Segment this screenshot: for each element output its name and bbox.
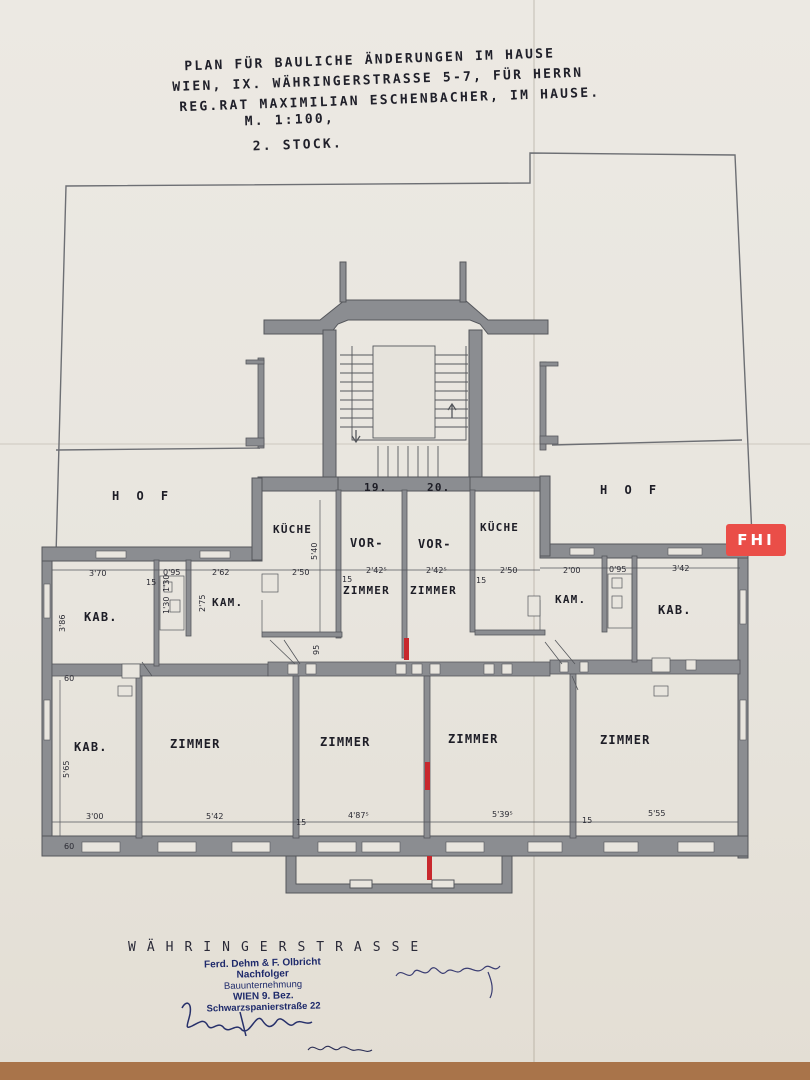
dimension: 3'86 <box>58 614 67 632</box>
room-kam-left: KAM. <box>212 596 244 609</box>
room-zimmer-1: ZIMMER <box>170 737 221 751</box>
dimension: 4'87⁵ <box>348 811 369 820</box>
dimension: 2'50 <box>292 568 310 577</box>
dimension: 0'95 <box>609 565 627 574</box>
courtyard-label-left: H O F <box>112 489 174 503</box>
dimension: 5'55 <box>648 809 666 818</box>
dimension: 3'00 <box>86 812 104 821</box>
door-swings <box>141 639 579 691</box>
door-openings <box>287 659 697 675</box>
interior-walls <box>51 489 741 839</box>
stair-core <box>257 261 551 492</box>
room-vorzimmer-right-b: ZIMMER <box>410 584 457 597</box>
balcony <box>285 855 513 894</box>
dimension: 15 <box>582 816 593 825</box>
dimension: 1'30 <box>162 574 171 592</box>
dimension: 2'62 <box>212 568 230 577</box>
red-changes <box>404 638 432 880</box>
street-name: WÄHRINGERSTRASSE <box>128 940 430 955</box>
site-boundary <box>55 152 753 556</box>
dimension: 5'39⁵ <box>492 810 513 819</box>
paper-fold-vertical <box>533 0 535 1080</box>
stair-flights <box>340 345 468 477</box>
dimension: 5'42 <box>206 812 224 821</box>
dimension: 2'42⁵ <box>426 566 447 575</box>
room-zimmer-4: ZIMMER <box>600 733 651 747</box>
room-vorzimmer-left-b: ZIMMER <box>343 584 390 597</box>
window-openings <box>43 547 747 853</box>
dimension: 1'30 <box>162 596 171 614</box>
room-zimmer-3: ZIMMER <box>448 732 499 746</box>
dimension: 60 <box>64 842 75 851</box>
company-stamp: Ferd. Dehm & F. Olbricht Nachfolger Bauu… <box>187 956 338 1015</box>
room-kab-top-right: KAB. <box>658 603 692 617</box>
dimension: 2'75 <box>198 594 207 612</box>
room-kuche-right: KÜCHE <box>480 521 520 534</box>
dimension: 3'42 <box>672 564 690 573</box>
dimension: 2'00 <box>563 566 581 575</box>
room-vorzimmer-right-a: VOR- <box>418 537 452 551</box>
dimension: 15 <box>342 575 353 584</box>
light-shafts <box>245 357 559 451</box>
courtyard-label-right: H O F <box>600 483 662 497</box>
dimension: 2'42⁵ <box>366 566 387 575</box>
room-kam-right: KAM. <box>555 593 587 606</box>
dimension: 95 <box>312 644 321 655</box>
table-surface <box>0 1062 810 1080</box>
room-vorzimmer-left-a: VOR- <box>350 536 384 550</box>
dimension: 5'40 <box>310 542 319 560</box>
paper-fold-horizontal <box>0 443 810 445</box>
fixtures <box>117 573 671 697</box>
dimension: 3'70 <box>89 569 107 578</box>
dimension: 15 <box>146 578 157 587</box>
dimension: 15 <box>296 818 307 827</box>
interior-thin-lines <box>52 500 740 836</box>
dimension: 60 <box>64 674 75 683</box>
apartment-number-19: 19. <box>364 481 388 494</box>
room-zimmer-2: ZIMMER <box>320 735 371 749</box>
room-kab-top-left: KAB. <box>84 610 118 624</box>
dimension: 15 <box>476 576 487 585</box>
apartment-number-20: 20. <box>427 481 451 494</box>
room-kuche-left: KÜCHE <box>273 523 313 536</box>
dimension: 0'95 <box>163 568 181 577</box>
dimension: 2'50 <box>500 566 518 575</box>
dimension: 5'65 <box>62 760 71 778</box>
fhi-badge: FHI <box>726 524 786 556</box>
room-kab-bottom-left: KAB. <box>74 740 108 754</box>
